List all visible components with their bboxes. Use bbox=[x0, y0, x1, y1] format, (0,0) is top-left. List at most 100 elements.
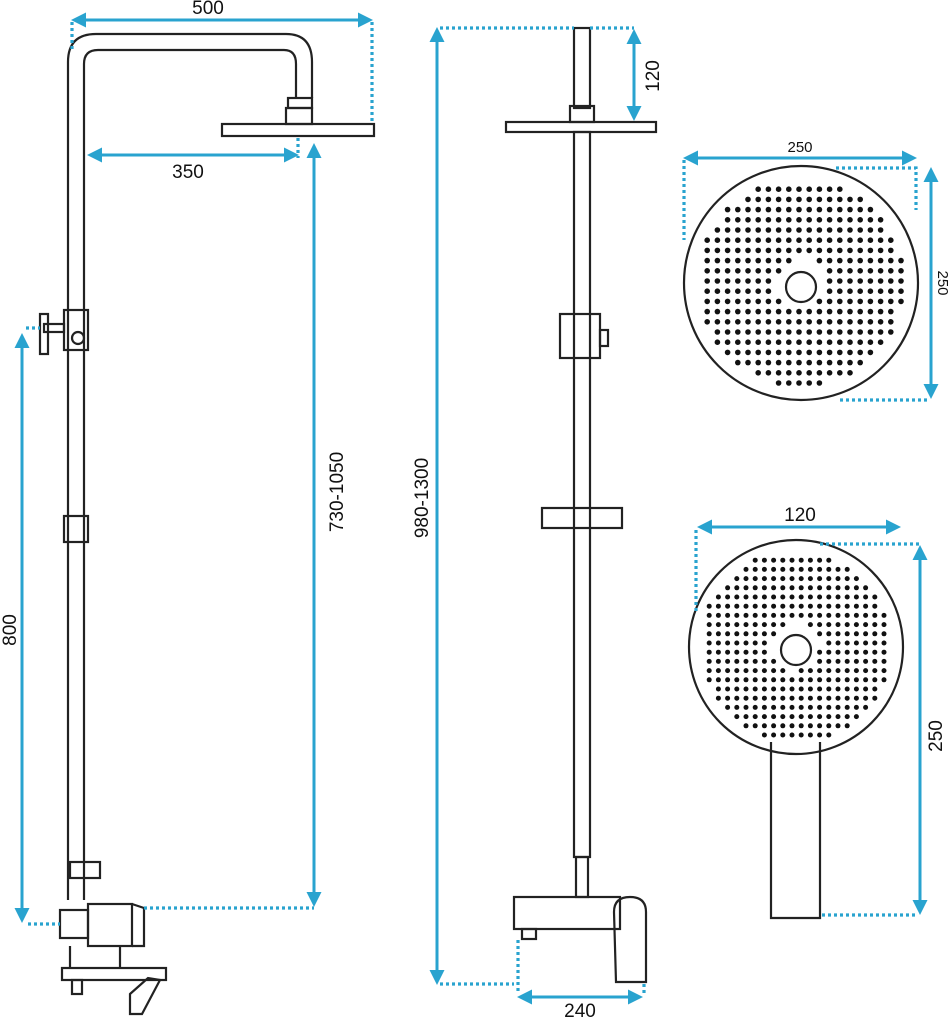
nozzle-dot bbox=[734, 714, 740, 720]
nozzle-dot bbox=[798, 668, 804, 674]
nozzle-dot bbox=[735, 349, 741, 356]
nozzle-dot bbox=[771, 585, 777, 591]
nozzle-dot bbox=[761, 668, 767, 674]
nozzle-dot bbox=[775, 257, 782, 264]
nozzle-dot bbox=[888, 257, 894, 264]
nozzle-dot bbox=[835, 704, 841, 710]
nozzle-dot bbox=[761, 658, 767, 664]
nozzle-dot bbox=[872, 695, 878, 701]
nozzle-dot bbox=[807, 576, 813, 582]
side-slider-knob bbox=[38, 312, 50, 356]
nozzle-dot bbox=[724, 268, 731, 274]
nozzle-dot bbox=[765, 288, 772, 295]
nozzle-dot bbox=[761, 686, 767, 692]
nozzle-dot bbox=[857, 339, 863, 346]
nozzle-dot bbox=[745, 298, 751, 305]
nozzle-dot bbox=[745, 257, 751, 264]
nozzle-dot bbox=[796, 329, 802, 335]
nozzle-dot bbox=[752, 686, 758, 692]
nozzle-dot bbox=[826, 566, 832, 572]
nozzle-dot bbox=[715, 695, 721, 701]
nozzle-dot bbox=[853, 576, 859, 582]
nozzle-dot bbox=[786, 349, 792, 356]
nozzle-dot bbox=[817, 603, 823, 609]
nozzle-dot bbox=[877, 339, 884, 346]
nozzle-dot bbox=[796, 227, 802, 233]
nozzle-dot bbox=[898, 257, 904, 264]
nozzle-dot bbox=[798, 714, 804, 720]
nozzle-dot bbox=[715, 594, 721, 600]
nozzle-dot bbox=[888, 247, 894, 254]
nozzle-dot bbox=[807, 622, 813, 628]
nozzle-dot bbox=[857, 349, 863, 356]
nozzle-dot bbox=[706, 640, 712, 646]
nozzle-dot bbox=[817, 557, 823, 563]
nozzle-dot bbox=[796, 370, 802, 376]
nozzle-dot bbox=[775, 319, 782, 325]
nozzle-dot bbox=[725, 704, 731, 710]
nozzle-dot bbox=[714, 319, 721, 325]
nozzle-dot bbox=[752, 557, 758, 563]
nozzle-dot bbox=[863, 704, 869, 710]
nozzle-dot bbox=[752, 677, 758, 683]
nozzle-dot bbox=[775, 370, 782, 376]
dim-label-hand-length: 250 bbox=[926, 720, 947, 752]
nozzle-dot bbox=[888, 308, 894, 315]
side-mid-clamp bbox=[62, 514, 90, 544]
nozzle-dot bbox=[798, 686, 804, 692]
nozzle-dot bbox=[817, 649, 823, 655]
nozzle-dot bbox=[857, 257, 863, 264]
nozzle-dot bbox=[755, 329, 761, 335]
nozzle-dot bbox=[817, 695, 823, 701]
nozzle-dot bbox=[853, 622, 859, 628]
nozzle-dot bbox=[775, 206, 782, 213]
nozzle-dot bbox=[847, 288, 853, 295]
nozzle-dot bbox=[765, 247, 772, 254]
nozzle-dot bbox=[844, 594, 850, 600]
nozzle-dot bbox=[780, 566, 786, 572]
nozzle-dot bbox=[867, 206, 874, 213]
nozzle-dot bbox=[837, 329, 843, 335]
nozzle-dot bbox=[877, 278, 884, 284]
nozzle-dot bbox=[734, 658, 740, 664]
hand-shower-nozzles bbox=[706, 557, 887, 738]
nozzle-dot bbox=[714, 339, 721, 346]
nozzle-dot bbox=[837, 257, 843, 264]
nozzle-dot bbox=[704, 257, 710, 264]
nozzle-dot bbox=[847, 196, 853, 203]
nozzle-dot bbox=[734, 695, 740, 701]
nozzle-dot bbox=[786, 247, 792, 254]
nozzle-dot bbox=[735, 339, 741, 346]
nozzle-dot bbox=[837, 186, 843, 192]
nozzle-dot bbox=[786, 237, 792, 243]
nozzle-dot bbox=[752, 649, 758, 655]
nozzle-dot bbox=[837, 237, 843, 243]
nozzle-dot bbox=[844, 576, 850, 582]
dim-label-head-width: 250 bbox=[787, 139, 812, 156]
nozzle-dot bbox=[844, 686, 850, 692]
nozzle-dot bbox=[867, 237, 874, 243]
side-slider-screw bbox=[70, 330, 86, 346]
nozzle-dot bbox=[806, 339, 812, 346]
nozzle-dot bbox=[761, 704, 767, 710]
nozzle-dot bbox=[755, 359, 761, 366]
hand-shower-face bbox=[687, 538, 905, 756]
nozzle-dot bbox=[725, 658, 731, 664]
nozzle-dot bbox=[807, 594, 813, 600]
nozzle-dot bbox=[765, 308, 772, 315]
nozzle-dot bbox=[765, 196, 772, 203]
nozzle-dot bbox=[735, 247, 741, 254]
nozzle-dot bbox=[780, 668, 786, 674]
nozzle-dot bbox=[835, 603, 841, 609]
nozzle-dot bbox=[755, 319, 761, 325]
nozzle-dot bbox=[826, 649, 832, 655]
nozzle-dot bbox=[826, 237, 833, 243]
nozzle-dot bbox=[847, 349, 853, 356]
nozzle-dot bbox=[816, 298, 823, 305]
nozzle-dot bbox=[734, 622, 740, 628]
nozzle-dot bbox=[786, 257, 792, 264]
nozzle-dot bbox=[752, 603, 758, 609]
nozzle-dot bbox=[826, 631, 832, 637]
nozzle-dot bbox=[816, 227, 823, 233]
nozzle-dot bbox=[765, 237, 772, 243]
